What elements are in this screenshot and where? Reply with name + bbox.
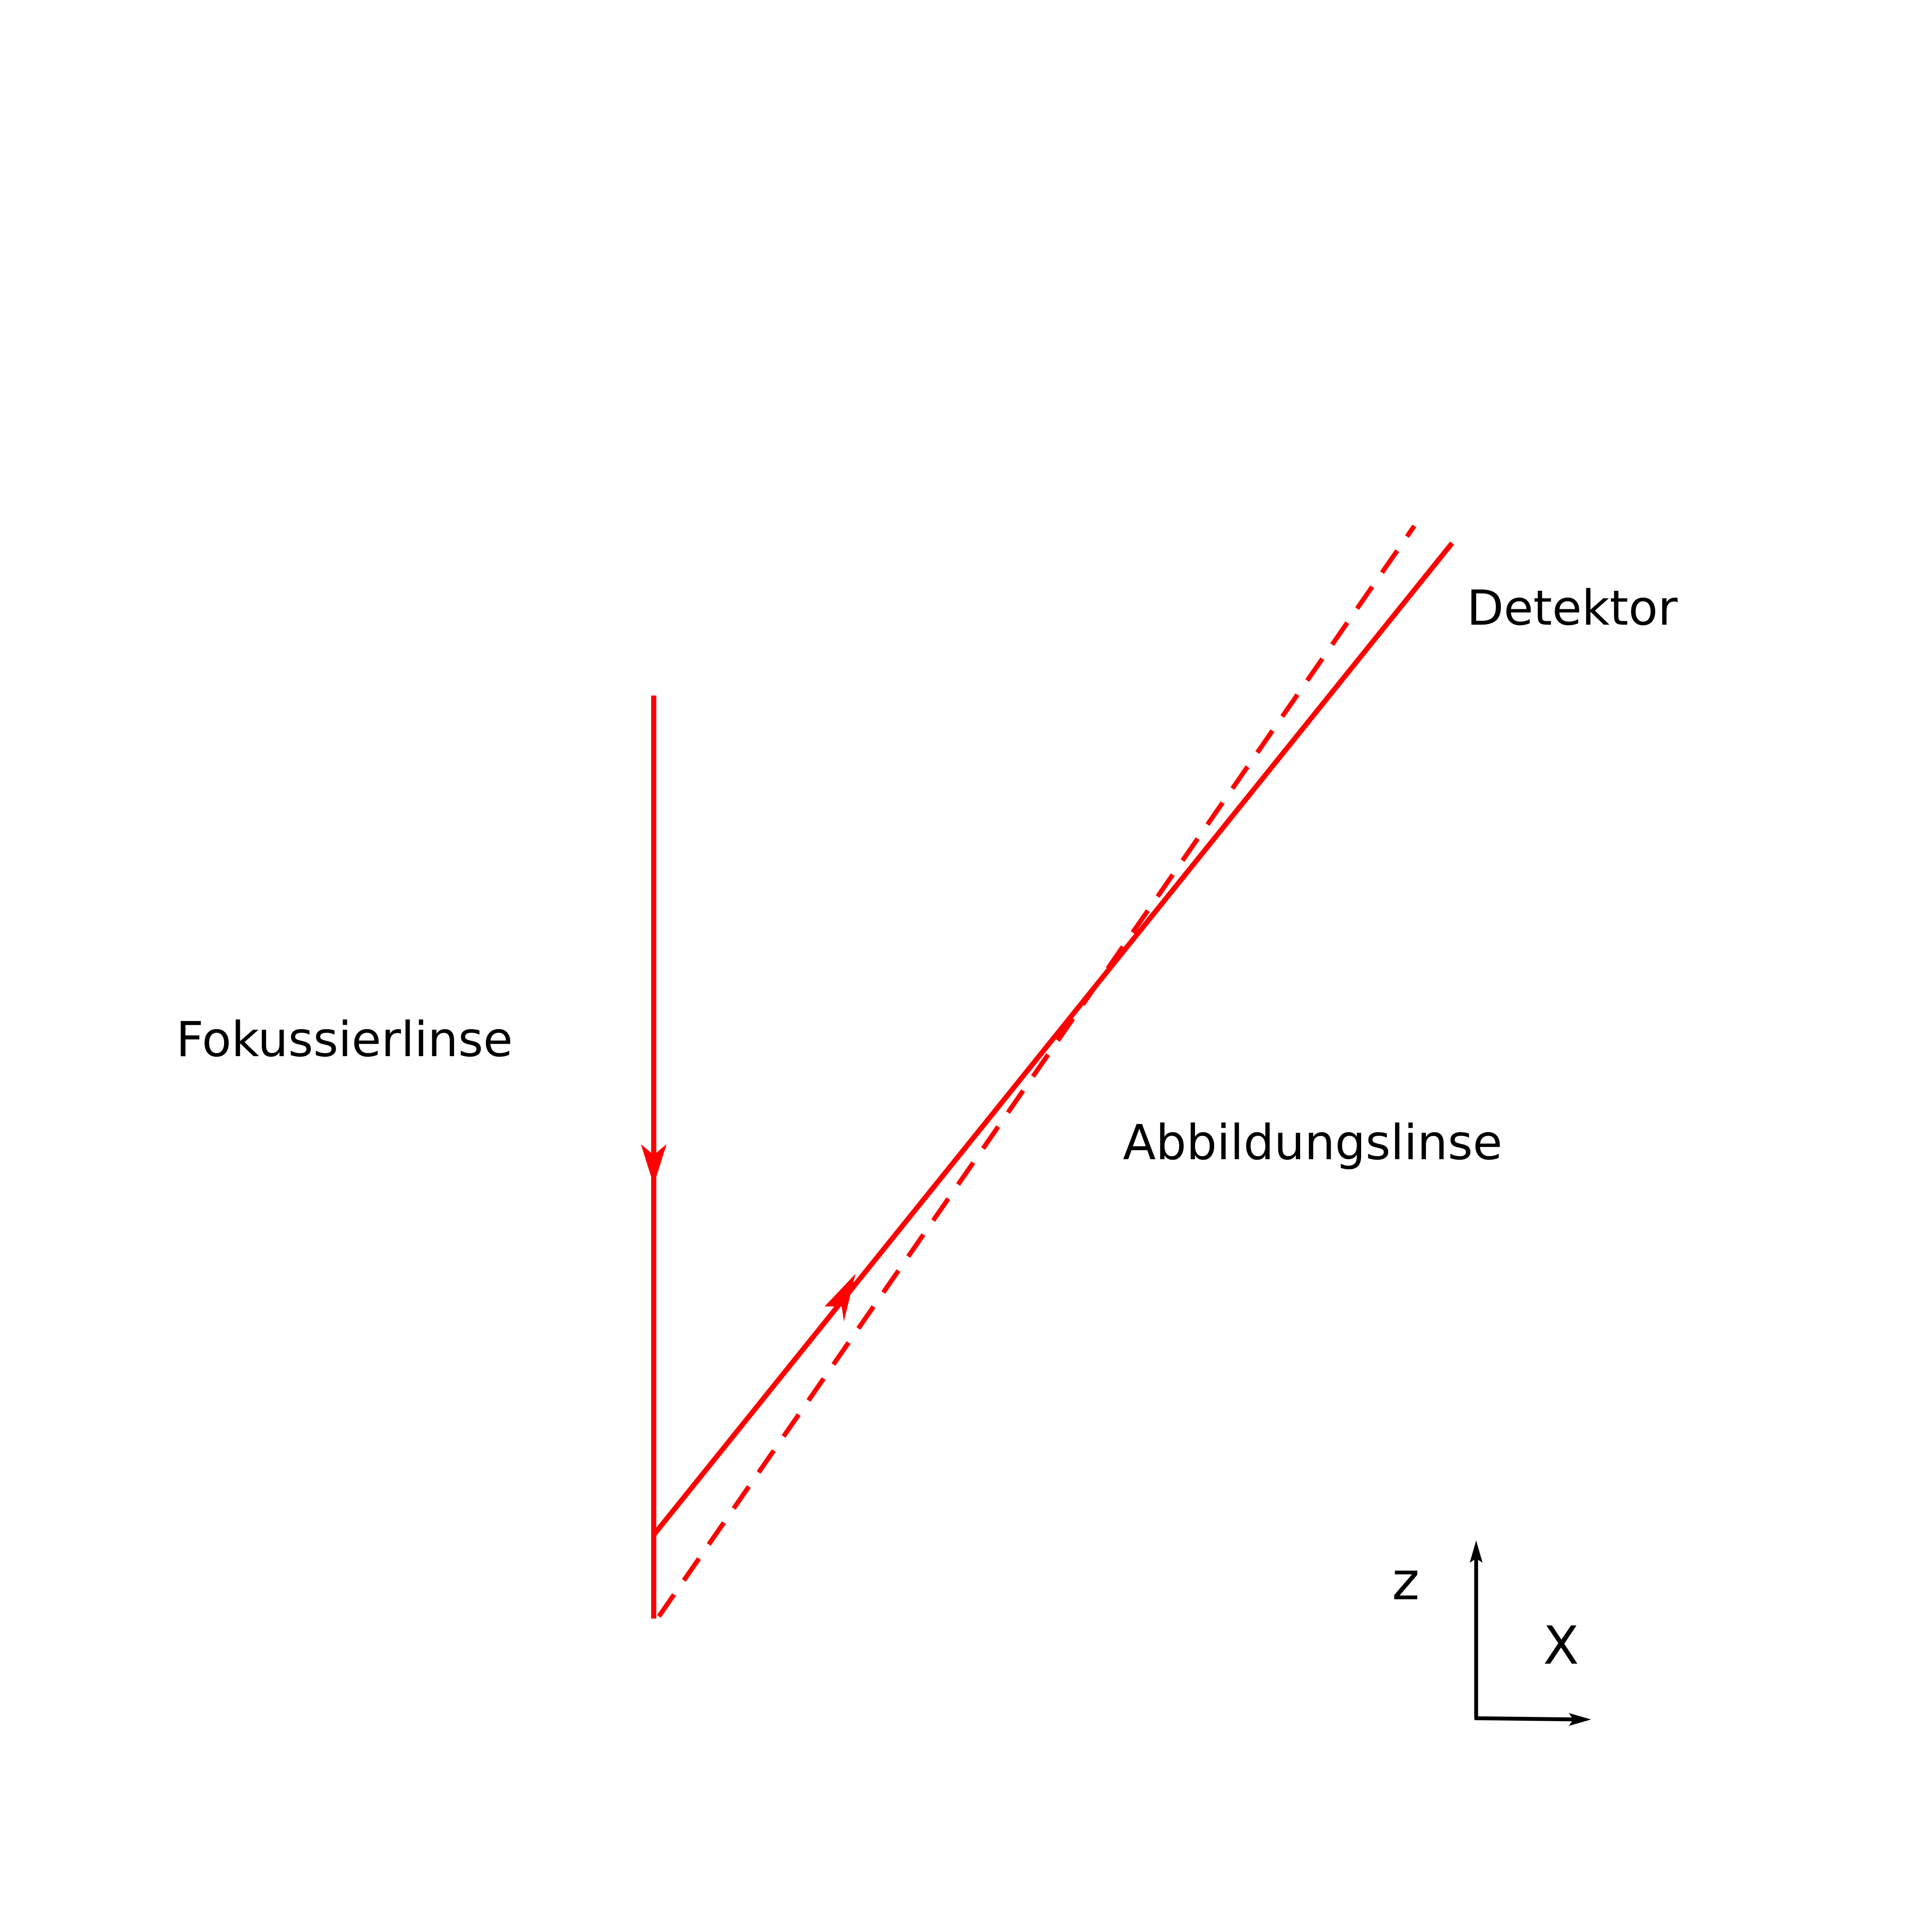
- abbildungslinse-label: Abbildungslinse: [1123, 1115, 1502, 1171]
- reflected-beam: [652, 541, 1454, 1537]
- x-axis: [1474, 1716, 1581, 1722]
- fokussierlinse-label: Fokussierlinse: [176, 1012, 513, 1068]
- detektor-label: Detektor: [1467, 580, 1678, 636]
- reference-beam-dashed: [657, 524, 1416, 1618]
- x-axis-arrow-icon: [1569, 1713, 1591, 1726]
- z-axis-arrow-icon: [1470, 1540, 1483, 1563]
- x-axis-label: X: [1543, 1615, 1579, 1676]
- incident-beam-arrow-icon: [641, 1144, 667, 1185]
- reflected-beam-arrow-icon: [825, 1274, 855, 1321]
- z-axis-label: z: [1392, 1551, 1419, 1612]
